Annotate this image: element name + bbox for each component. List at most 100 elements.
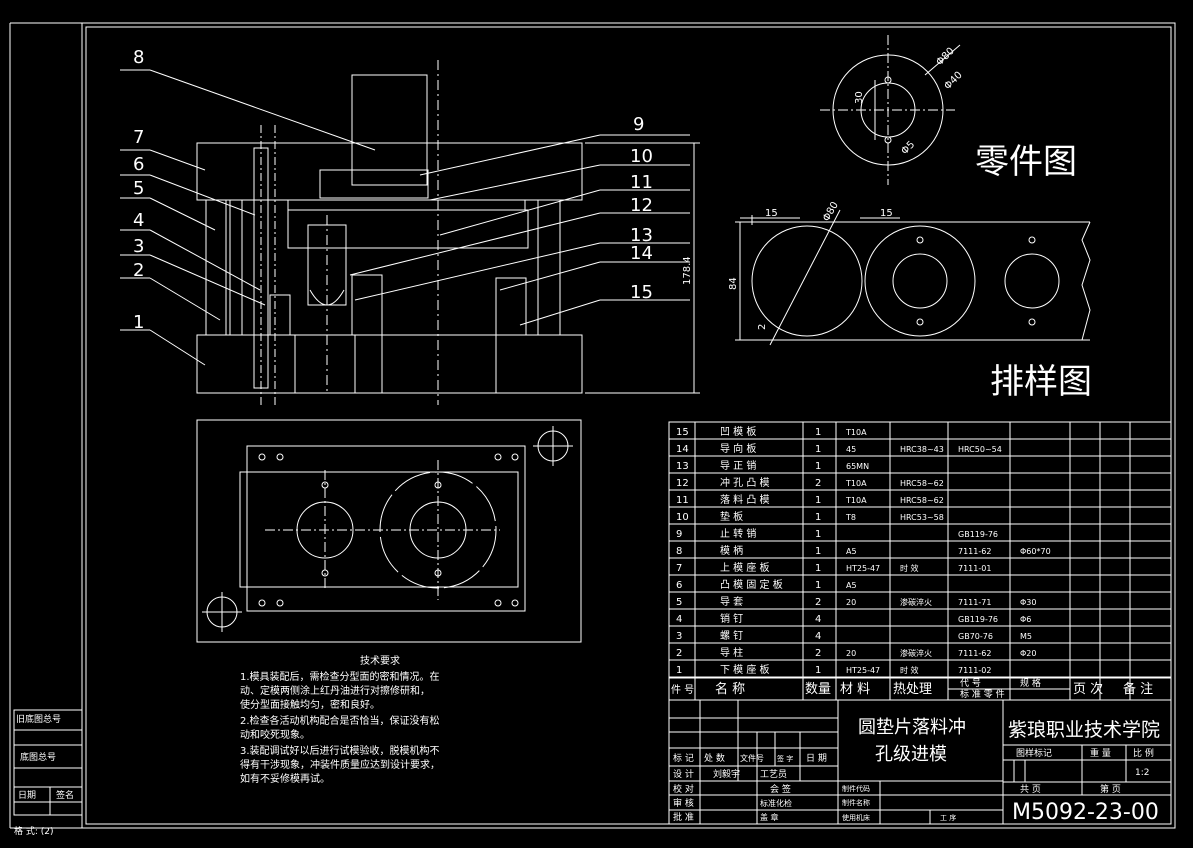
bom-cell-heat: HRC53~58 [900, 513, 944, 522]
base-label: 底图总号 [20, 751, 56, 763]
height-dimension: 178.4 [682, 256, 693, 285]
bom-cell-no: 5 [676, 597, 682, 608]
bom-cell-heat: HRC58~62 [900, 496, 944, 505]
bom-cell-no: 9 [676, 529, 682, 540]
bom-cell-mat: T10A [845, 479, 867, 488]
label-countersign: 会 签 [770, 783, 791, 795]
bom-cell-qty: 1 [815, 512, 821, 523]
bom-cell-heat: 渗碳淬火 [900, 648, 932, 658]
bom-cell-heat: HRC38~43 [900, 445, 944, 454]
tech-req-line: 动和咬死现象。 [240, 728, 310, 741]
label-sign: 签 字 [777, 754, 793, 763]
dim-84: 84 [728, 277, 739, 290]
bom-cell-qty: 1 [815, 580, 821, 591]
bom-cell-mat: 20 [846, 649, 856, 658]
bom-cell-mat: T10A [845, 428, 867, 437]
bom-cell-code: HRC50~54 [958, 445, 1002, 454]
bom-cell-heat: 渗碳淬火 [900, 597, 932, 607]
label-design: 设 计 [673, 768, 694, 780]
bom-header-page: 页 次 [1073, 681, 1103, 697]
bom-cell-spec: Φ20 [1020, 649, 1036, 658]
bom-cell-no: 4 [676, 614, 682, 625]
plan-view [196, 419, 582, 643]
dim-2: 2 [757, 324, 768, 330]
bom-cell-no: 3 [676, 631, 682, 642]
bom-cell-name: 销 钉 [720, 612, 743, 625]
bom-cell-qty: 2 [815, 478, 821, 489]
bom-cell-code: 7111-62 [958, 649, 991, 658]
bom-cell-no: 12 [676, 478, 689, 489]
bom-cell-name: 止 转 销 [720, 527, 756, 540]
drawing-title-line2: 孔级进模 [875, 744, 947, 765]
bom-cell-no: 13 [676, 461, 689, 472]
drawing-title-line1: 圆垫片落料冲 [858, 717, 966, 738]
part-number-1: 1 [133, 312, 144, 333]
part-number-9: 9 [633, 114, 644, 135]
bom-cell-mat: A5 [846, 547, 857, 556]
part-drawing: 30 Φ80 Φ40 Φ5 零件图 [820, 35, 1077, 185]
label-weight: 重 量 [1090, 747, 1111, 759]
technical-requirements: 技术要求 1.模具装配后，需检查分型面的密和情况。在 动、定模两侧涂上红丹油进行… [240, 654, 440, 785]
bom-cell-qty: 4 [815, 631, 821, 642]
bom-cell-qty: 1 [815, 495, 821, 506]
dim-phi80: Φ80 [934, 46, 956, 68]
bom-cell-name: 导 柱 [720, 646, 743, 659]
title-block: 圆垫片落料冲 孔级进模 紫琅职业技术学院 M5092-23-00 1:2 图样标… [668, 699, 1172, 825]
bom-cell-qty: 1 [815, 427, 821, 438]
bom-cell-qty: 2 [815, 597, 821, 608]
bom-cell-name: 螺 钉 [720, 630, 743, 642]
bom-header-note: 备 注 [1123, 681, 1153, 697]
bom-cell-no: 15 [676, 427, 689, 438]
tech-req-line: 2.检查各活动机构配合是否恰当，保证没有松 [240, 714, 440, 727]
part-number-5: 5 [133, 178, 144, 199]
bom-cell-qty: 1 [815, 665, 821, 676]
bom-header-standard: 标 准 零 件 [960, 688, 1005, 700]
bom-cell-mat: T10A [845, 496, 867, 505]
dim-phi80-layout: Φ80 [821, 200, 841, 223]
layout-drawing-title: 排样图 [990, 362, 1092, 402]
bom-cell-spec: Φ30 [1020, 598, 1036, 607]
tech-req-line: 如有不妥修模再试。 [240, 772, 330, 785]
bom-header-heat: 热处理 [893, 682, 932, 697]
label-count: 处 数 [704, 752, 725, 764]
bom-cell-qty: 1 [815, 546, 821, 557]
bom-cell-mat: 45 [846, 445, 856, 454]
assembly-section: 178.4 [196, 60, 700, 405]
label-approve: 批 准 [673, 811, 694, 823]
part-number-15: 15 [630, 282, 653, 303]
label-total: 共 页 [1020, 784, 1041, 795]
bom-cell-name: 凸 模 固 定 板 [720, 578, 783, 591]
tech-req-title: 技术要求 [360, 654, 400, 667]
designer-name: 刘毅宇 [713, 768, 740, 780]
part-number-12: 12 [630, 195, 653, 216]
label-mark: 标 记 [673, 752, 694, 764]
bom-cell-mat: HT25-47 [846, 666, 880, 675]
bom-cell-name: 导 套 [720, 595, 743, 608]
dim-30: 30 [854, 91, 865, 104]
left-strip: 旧底图总号 底图总号 日期 签名 格 式: (2) [13, 709, 83, 837]
old-base-label: 旧底图总号 [16, 713, 61, 725]
bom-cell-mat: A5 [846, 581, 857, 590]
label-standard: 标准化检 [760, 798, 792, 808]
bom-header-name: 名 称 [715, 681, 745, 697]
bom-cell-qty: 1 [815, 563, 821, 574]
bom-cell-name: 上 模 座 板 [720, 561, 770, 574]
bom-cell-code: GB119-76 [958, 530, 998, 539]
bom-cell-no: 2 [676, 648, 682, 659]
tech-req-line: 1.模具装配后，需检查分型面的密和情况。在 [240, 670, 440, 683]
bom-cell-heat: 时 效 [900, 665, 919, 675]
bom-cell-code: GB70-76 [958, 632, 993, 641]
bom-cell-mat: T8 [845, 513, 856, 522]
tech-req-line: 3.装配调试好以后进行试模验收，脱模机构不 [240, 744, 440, 757]
tech-req-line: 得有干涉现象，冲装件质量应达到设计要求， [240, 758, 440, 771]
bom-cell-name: 凹 模 板 [720, 425, 756, 438]
bom-cell-name: 模 柄 [720, 544, 743, 557]
label-ratio: 比 例 [1133, 747, 1154, 759]
part-number-8: 8 [133, 47, 144, 68]
school-name: 紫琅职业技术学院 [1008, 719, 1160, 741]
bom-cell-name: 导 正 销 [720, 459, 756, 472]
bom-header-qty: 数量 [805, 682, 831, 697]
label-file: 文件号 [740, 753, 764, 763]
